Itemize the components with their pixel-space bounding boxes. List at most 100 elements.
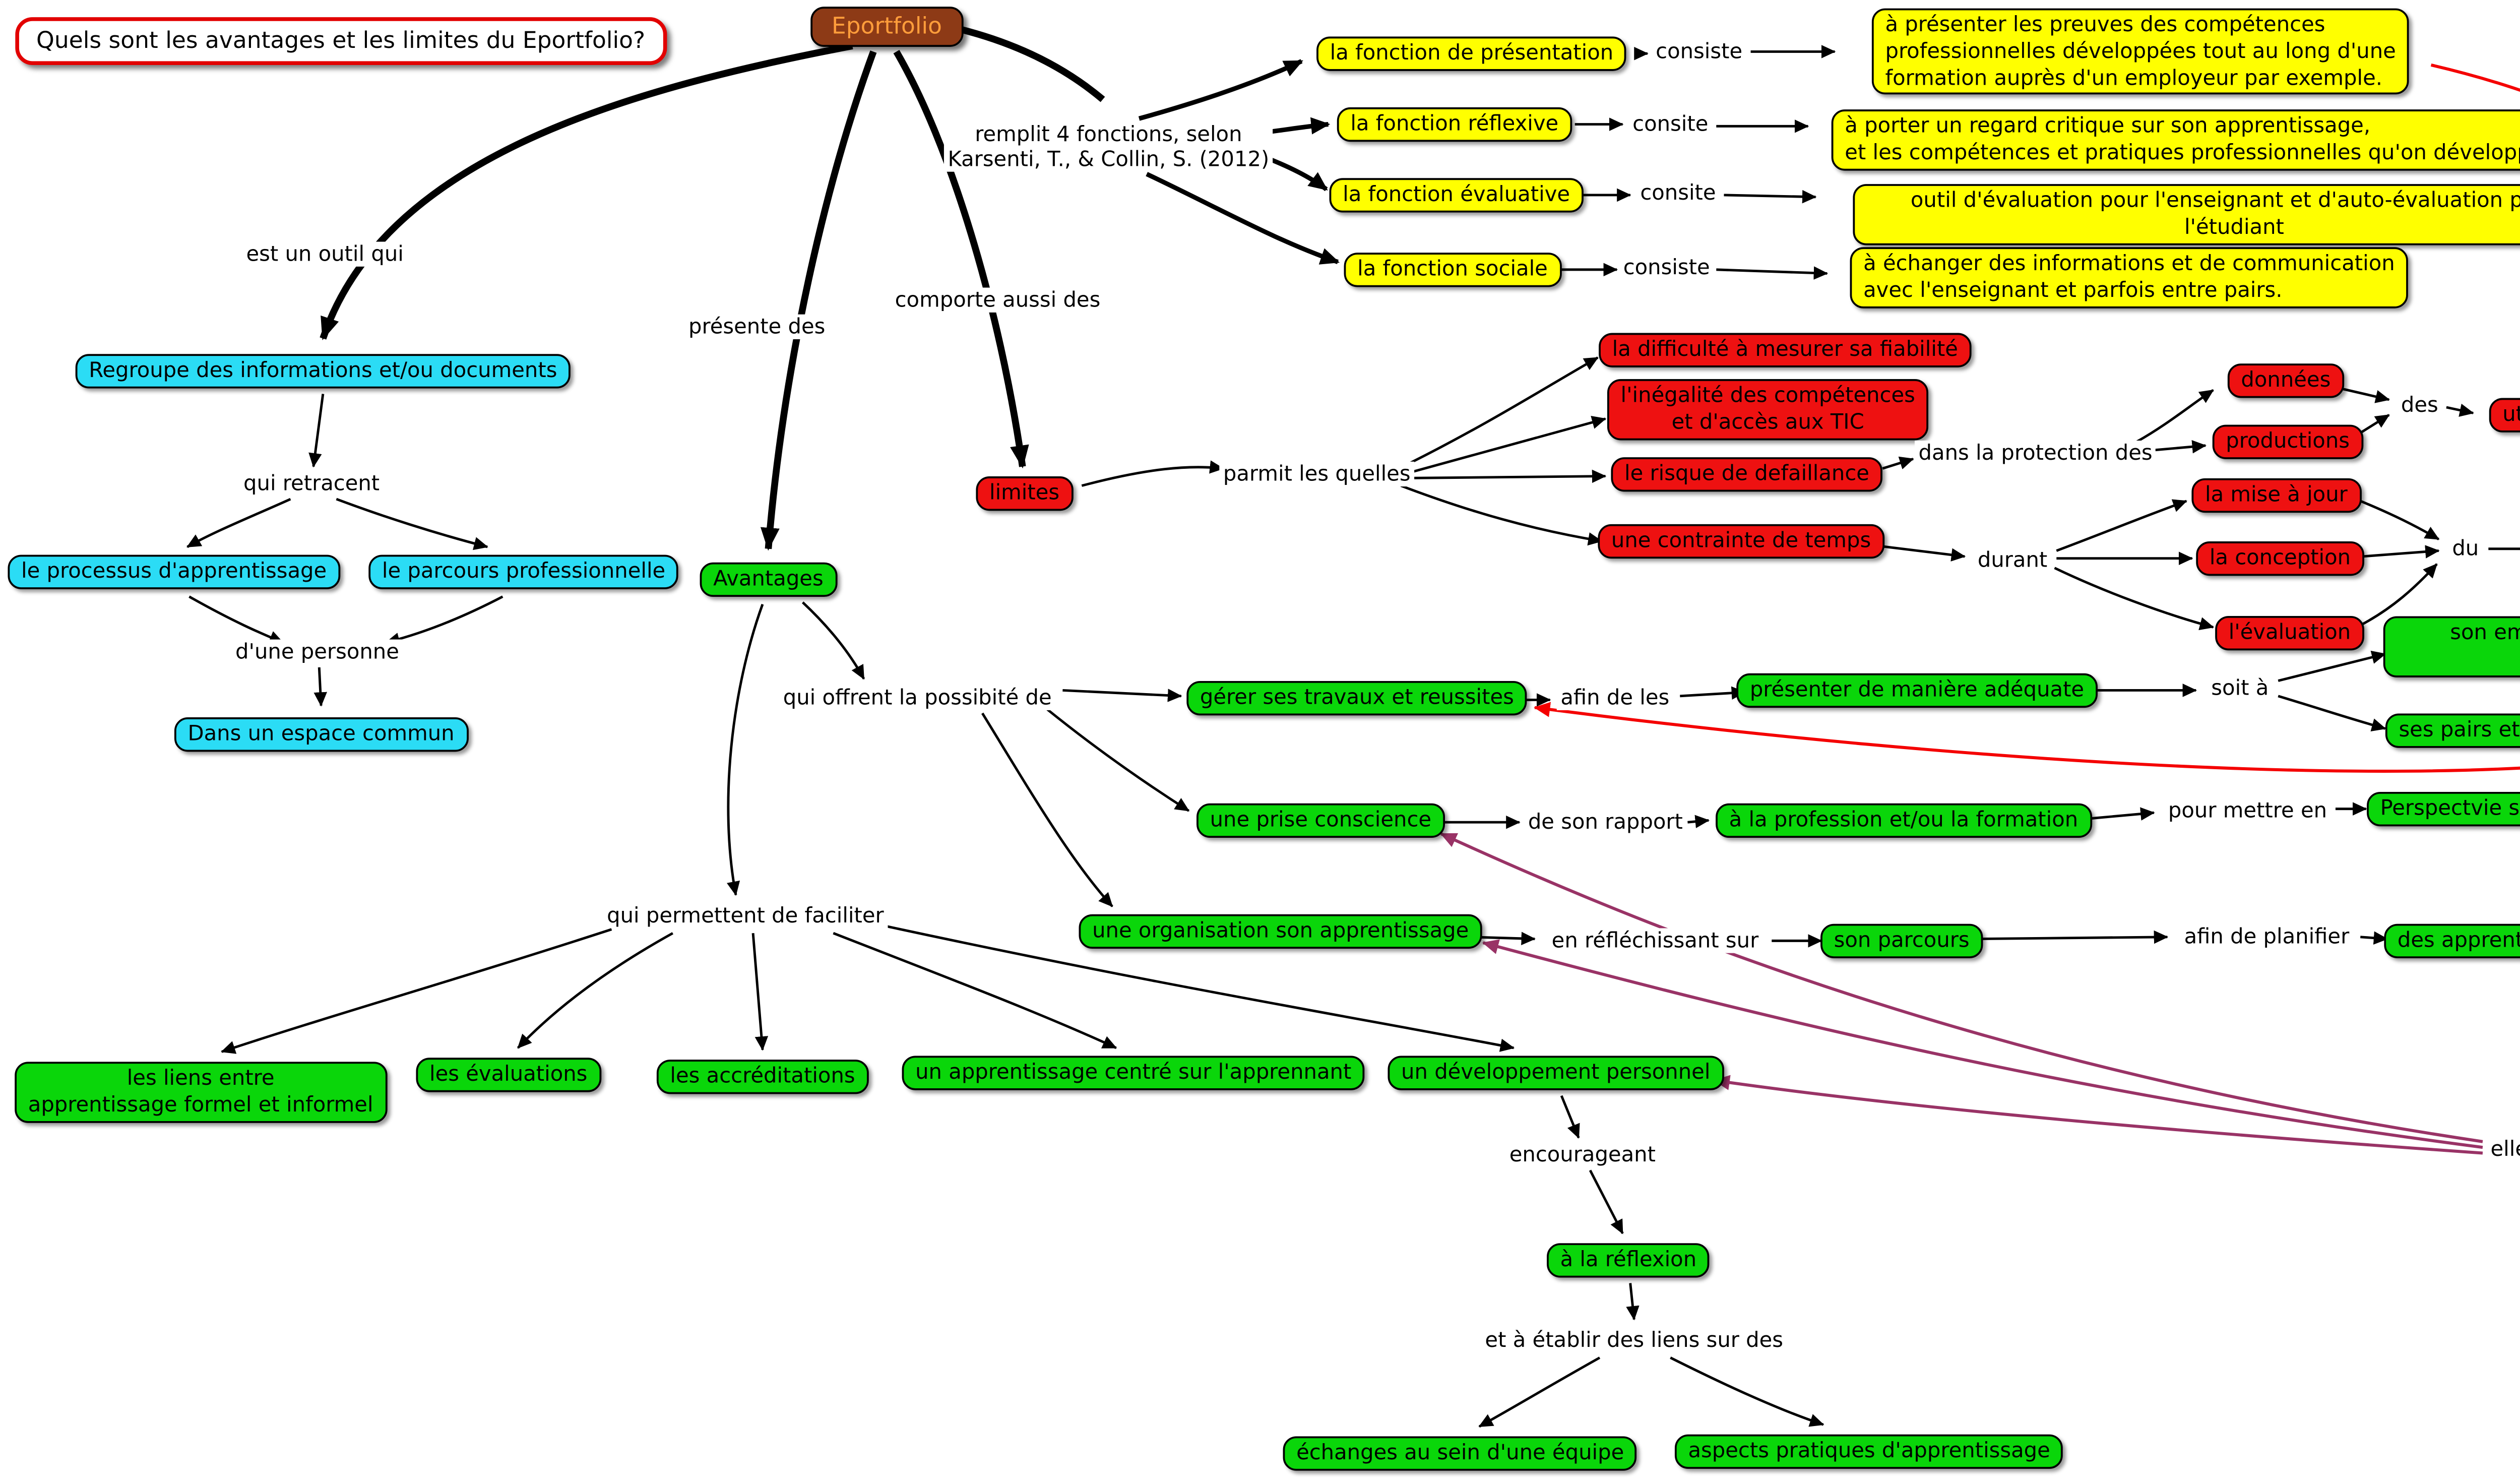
label-qui-retracent[interactable]: qui retracent bbox=[239, 471, 384, 497]
label-consite-3[interactable]: consite bbox=[1636, 180, 1720, 206]
edge-risque-protection bbox=[1882, 456, 1914, 470]
edge-parcours-personne bbox=[385, 595, 503, 646]
edge-consite-devaluative bbox=[1724, 190, 1817, 204]
label-des[interactable]: des bbox=[2397, 393, 2442, 418]
node-echanges-equipe[interactable]: échanges au sein d'une équipe bbox=[1283, 1436, 1637, 1470]
label-est-un-outil[interactable]: est un outil qui bbox=[242, 241, 408, 267]
node-utilisateurs[interactable]: utilisateurs bbox=[2489, 398, 2520, 432]
edge-durant-mise bbox=[2056, 499, 2187, 552]
edge-avantages-permettent bbox=[727, 603, 764, 896]
node-question[interactable]: Quels sont les avantages et les limites … bbox=[15, 17, 666, 65]
label-consite-2[interactable]: consite bbox=[1628, 111, 1713, 137]
edge-parmit-risque bbox=[1410, 469, 1607, 483]
label-qui-offrent[interactable]: qui offrent la possibité de bbox=[779, 685, 1056, 711]
node-productions[interactable]: productions bbox=[2212, 424, 2363, 459]
node-donnees[interactable]: données bbox=[2227, 363, 2344, 398]
edge-soit-pairs bbox=[2278, 695, 2386, 732]
node-evaluation[interactable]: l'évaluation bbox=[2215, 615, 2364, 650]
node-fonction-reflexive[interactable]: la fonction réflexive bbox=[1337, 107, 1572, 142]
edge-parmit-contrainte bbox=[1400, 484, 1603, 546]
node-reflexion[interactable]: à la réflexion bbox=[1547, 1243, 1710, 1277]
node-organisation-apprentissage[interactable]: une organisation son apprentissage bbox=[1079, 914, 1482, 949]
node-eportfolio-root[interactable]: Eportfolio bbox=[810, 7, 963, 47]
edge-conception-du bbox=[2362, 545, 2440, 559]
edge-limites-parmit bbox=[1081, 460, 1224, 487]
node-desc-sociale[interactable]: à échanger des informations et de commun… bbox=[1850, 247, 2409, 307]
label-dune-personne[interactable]: d'une personne bbox=[231, 639, 403, 665]
edge-rapport-profession bbox=[1687, 815, 1710, 829]
node-limites[interactable]: limites bbox=[976, 476, 1073, 511]
edge-permettent-centre bbox=[833, 932, 1117, 1049]
label-remplit-fonctions[interactable]: remplit 4 fonctions, selon Karsenti, T.,… bbox=[943, 122, 1273, 173]
label-encourageant[interactable]: encourageant bbox=[1505, 1142, 1660, 1168]
label-du[interactable]: du bbox=[2448, 536, 2483, 562]
node-avantages[interactable]: Avantages bbox=[700, 562, 837, 597]
label-protection-des[interactable]: dans la protection des bbox=[1914, 441, 2157, 466]
edge-parmit-inegalite bbox=[1410, 416, 1607, 474]
node-risque-defaillance[interactable]: le risque de defaillance bbox=[1611, 457, 1883, 491]
node-prise-conscience[interactable]: une prise conscience bbox=[1196, 803, 1445, 838]
node-difficulte-fiabilite[interactable]: la difficulté à mesurer sa fiabilité bbox=[1599, 333, 1972, 367]
node-employeur[interactable]: son employeur et/ou futur employeur bbox=[2383, 616, 2520, 676]
label-comporte-aussi-des[interactable]: comporte aussi des bbox=[891, 287, 1104, 313]
edge-parmit-difficulte bbox=[1410, 356, 1599, 464]
label-pour-mettre-en[interactable]: pour mettre en bbox=[2164, 798, 2331, 824]
label-soit-a[interactable]: soit à bbox=[2207, 675, 2273, 701]
edge-parcours-planifier bbox=[1976, 930, 2169, 944]
edge-offrent-prise bbox=[1046, 708, 1190, 812]
node-desc-presentation[interactable]: à présenter les preuves des compétences … bbox=[1871, 8, 2410, 95]
label-presente-des[interactable]: présente des bbox=[684, 314, 829, 340]
label-de-son-rapport[interactable]: de son rapport bbox=[1524, 810, 1687, 835]
edge-permettent-liens bbox=[221, 928, 612, 1054]
node-contrainte-temps[interactable]: une contrainte de temps bbox=[1598, 524, 1884, 559]
node-fonction-presentation[interactable]: la fonction de présentation bbox=[1316, 36, 1627, 71]
node-developpement-personnel[interactable]: un développement personnel bbox=[1388, 1056, 1724, 1090]
edge-root-fonctions bbox=[949, 23, 1105, 102]
edge-evaluation-du bbox=[2360, 563, 2438, 627]
edge-developpement-encourageant bbox=[1560, 1095, 1580, 1139]
node-liens-formel-informel[interactable]: les liens entre apprentissage formel et … bbox=[15, 1062, 387, 1122]
node-mise-a-jour[interactable]: la mise à jour bbox=[2191, 478, 2361, 513]
edge-retracent-parcours bbox=[336, 498, 488, 550]
label-en-reflechissant[interactable]: en réfléchissant sur bbox=[1548, 928, 1762, 954]
node-fonction-evaluative[interactable]: la fonction évaluative bbox=[1329, 178, 1584, 212]
node-accreditations[interactable]: les accréditations bbox=[656, 1060, 869, 1094]
edge-des-utilisateurs bbox=[2446, 403, 2474, 417]
node-inegalite-tic[interactable]: l'inégalité des compétences et d'accès a… bbox=[1607, 379, 1929, 440]
node-gerer-travaux[interactable]: gérer ses travaux et reussites bbox=[1186, 681, 1528, 715]
node-perspective-evolution[interactable]: Perspectvie son évolution bbox=[2367, 791, 2520, 826]
label-elle-se-traduit[interactable]: elle se traduit par bbox=[2486, 1136, 2520, 1162]
edge-avantages-offrent bbox=[801, 601, 865, 680]
node-son-parcours[interactable]: son parcours bbox=[1820, 923, 1983, 958]
edge-purple-traduit-organisation bbox=[1482, 939, 2483, 1149]
label-afin-de-planifier[interactable]: afin de planifier bbox=[2180, 924, 2353, 950]
label-consiste-4[interactable]: consiste bbox=[1619, 255, 1714, 281]
label-durant[interactable]: durant bbox=[1974, 547, 2051, 573]
node-processus-apprentissage[interactable]: le processus d'apprentissage bbox=[8, 554, 340, 589]
node-parcours-professionnel[interactable]: le parcours professionnelle bbox=[368, 554, 679, 589]
edge-fonctions-sociale bbox=[1146, 172, 1340, 265]
node-pairs-professeur[interactable]: ses pairs et/ou au professeur bbox=[2385, 713, 2520, 748]
label-afin-de-les[interactable]: afin de les bbox=[1556, 685, 1673, 711]
edge-permettent-evaluations bbox=[517, 932, 674, 1049]
label-qui-permettent[interactable]: qui permettent de faciliter bbox=[603, 903, 888, 929]
node-desc-reflexive[interactable]: à porter un regard critique sur son appr… bbox=[1831, 109, 2520, 170]
node-conception[interactable]: la conception bbox=[2196, 541, 2364, 576]
edge-fonctions-presentation bbox=[1138, 59, 1303, 121]
node-apprentissage-centre[interactable]: un apprentissage centré sur l'apprennant bbox=[902, 1056, 1365, 1090]
node-desc-evaluative[interactable]: outil d'évaluation pour l'enseignant et … bbox=[1853, 184, 2520, 244]
node-evaluations[interactable]: les évaluations bbox=[416, 1058, 601, 1092]
node-profession-formation[interactable]: à la profession et/ou la formation bbox=[1716, 803, 2092, 838]
label-etablir-liens[interactable]: et à établir des liens sur des bbox=[1481, 1328, 1787, 1353]
node-aspects-pratiques[interactable]: aspects pratiques d'apprentissage bbox=[1674, 1434, 2064, 1468]
label-parmit-les-quelles[interactable]: parmit les quelles bbox=[1219, 461, 1415, 487]
label-consiste-1[interactable]: consiste bbox=[1652, 39, 1746, 65]
edge-offrent-organisation bbox=[981, 712, 1113, 907]
node-presenter-adequate[interactable]: présenter de manière adéquate bbox=[1736, 673, 2098, 708]
node-espace-commun[interactable]: Dans un espace commun bbox=[174, 717, 468, 752]
edge-profession-mettre bbox=[2091, 807, 2155, 821]
node-fonction-sociale[interactable]: la fonction sociale bbox=[1344, 253, 1561, 287]
edge-purple-traduit-developpement bbox=[1713, 1075, 2483, 1155]
node-regroupe-informations[interactable]: Regroupe des informations et/ou document… bbox=[75, 354, 571, 388]
